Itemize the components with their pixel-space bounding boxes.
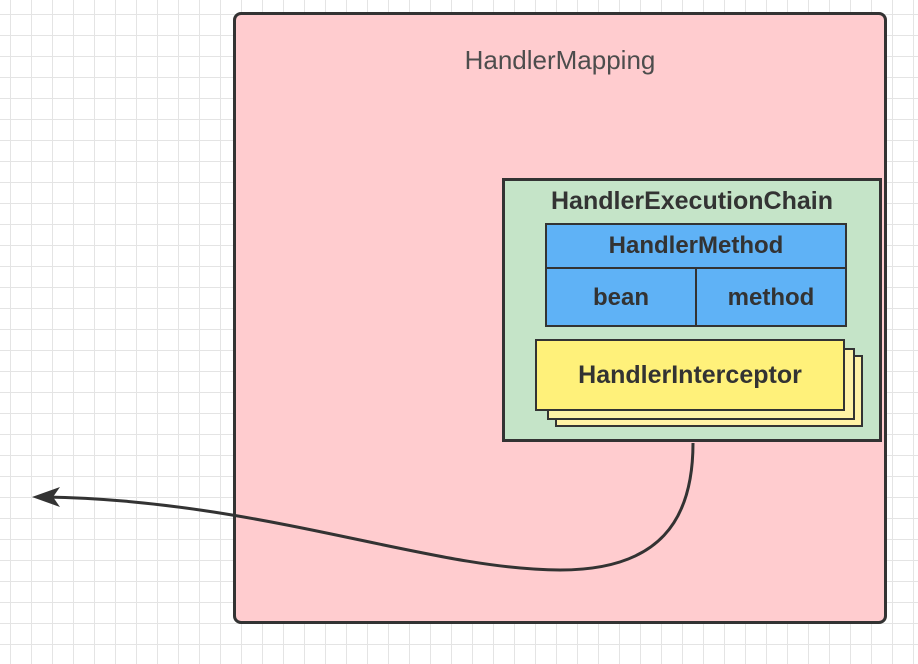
handler-method-fields: bean method [547,269,845,327]
handler-interceptor-label: HandlerInterceptor [578,360,802,389]
handler-mapping-label: HandlerMapping [464,45,656,75]
handler-execution-chain-label: HandlerExecutionChain [551,187,833,215]
handler-method-label: HandlerMethod [547,225,845,269]
handler-interceptor-box[interactable]: HandlerInterceptor [535,339,845,411]
handler-method-box[interactable]: HandlerMethod bean method [545,223,847,327]
bean-field: bean [592,284,649,311]
method-field: method [695,269,845,327]
arrowhead-icon [32,487,60,507]
handler-execution-chain-container[interactable]: HandlerExecutionChain HandlerMethod bean… [502,178,882,442]
